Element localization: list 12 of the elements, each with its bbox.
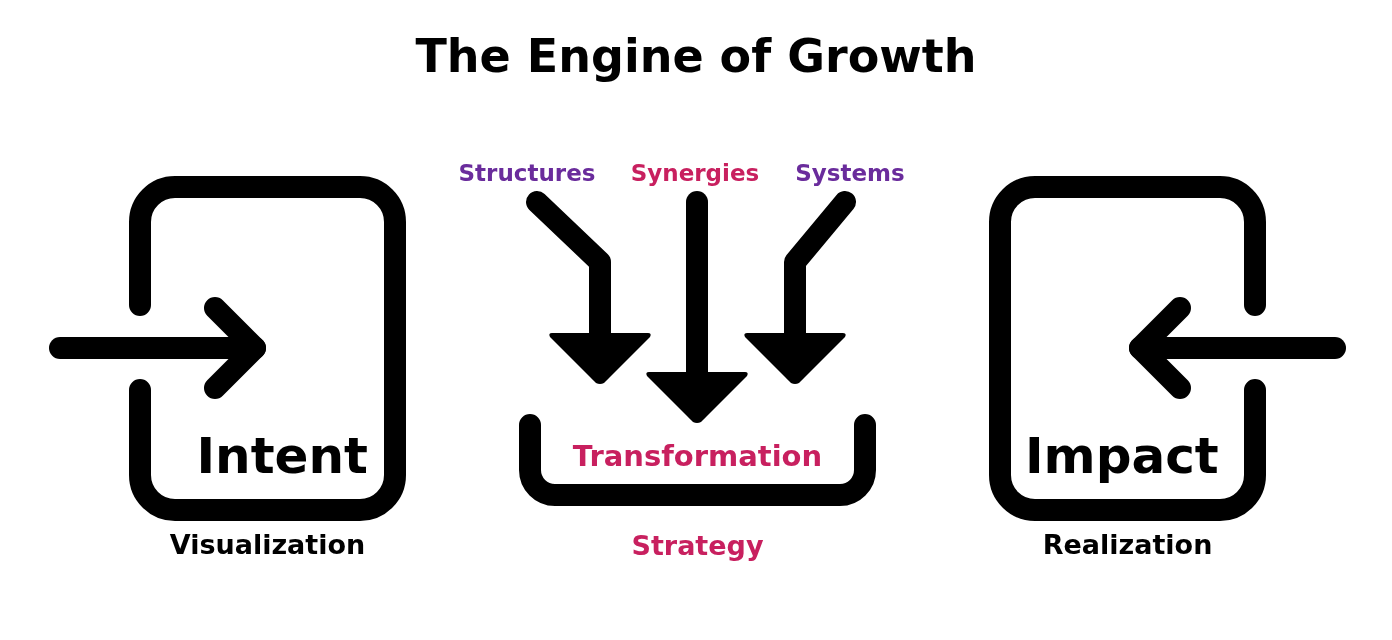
node-label: Intent [196, 431, 368, 481]
node-label: Impact [1025, 431, 1219, 481]
node-label: Realization [1042, 531, 1213, 558]
node-label: Strategy [631, 532, 764, 559]
node-label: Transformation [571, 442, 824, 471]
node-label: Systems [794, 158, 906, 188]
node-label: Visualization [169, 531, 366, 558]
node-label: Synergies [629, 158, 761, 188]
arrow [49, 297, 266, 399]
node-label: Structures [457, 158, 597, 188]
arrow [1129, 297, 1346, 399]
title: The Engine of Growth [415, 28, 977, 85]
